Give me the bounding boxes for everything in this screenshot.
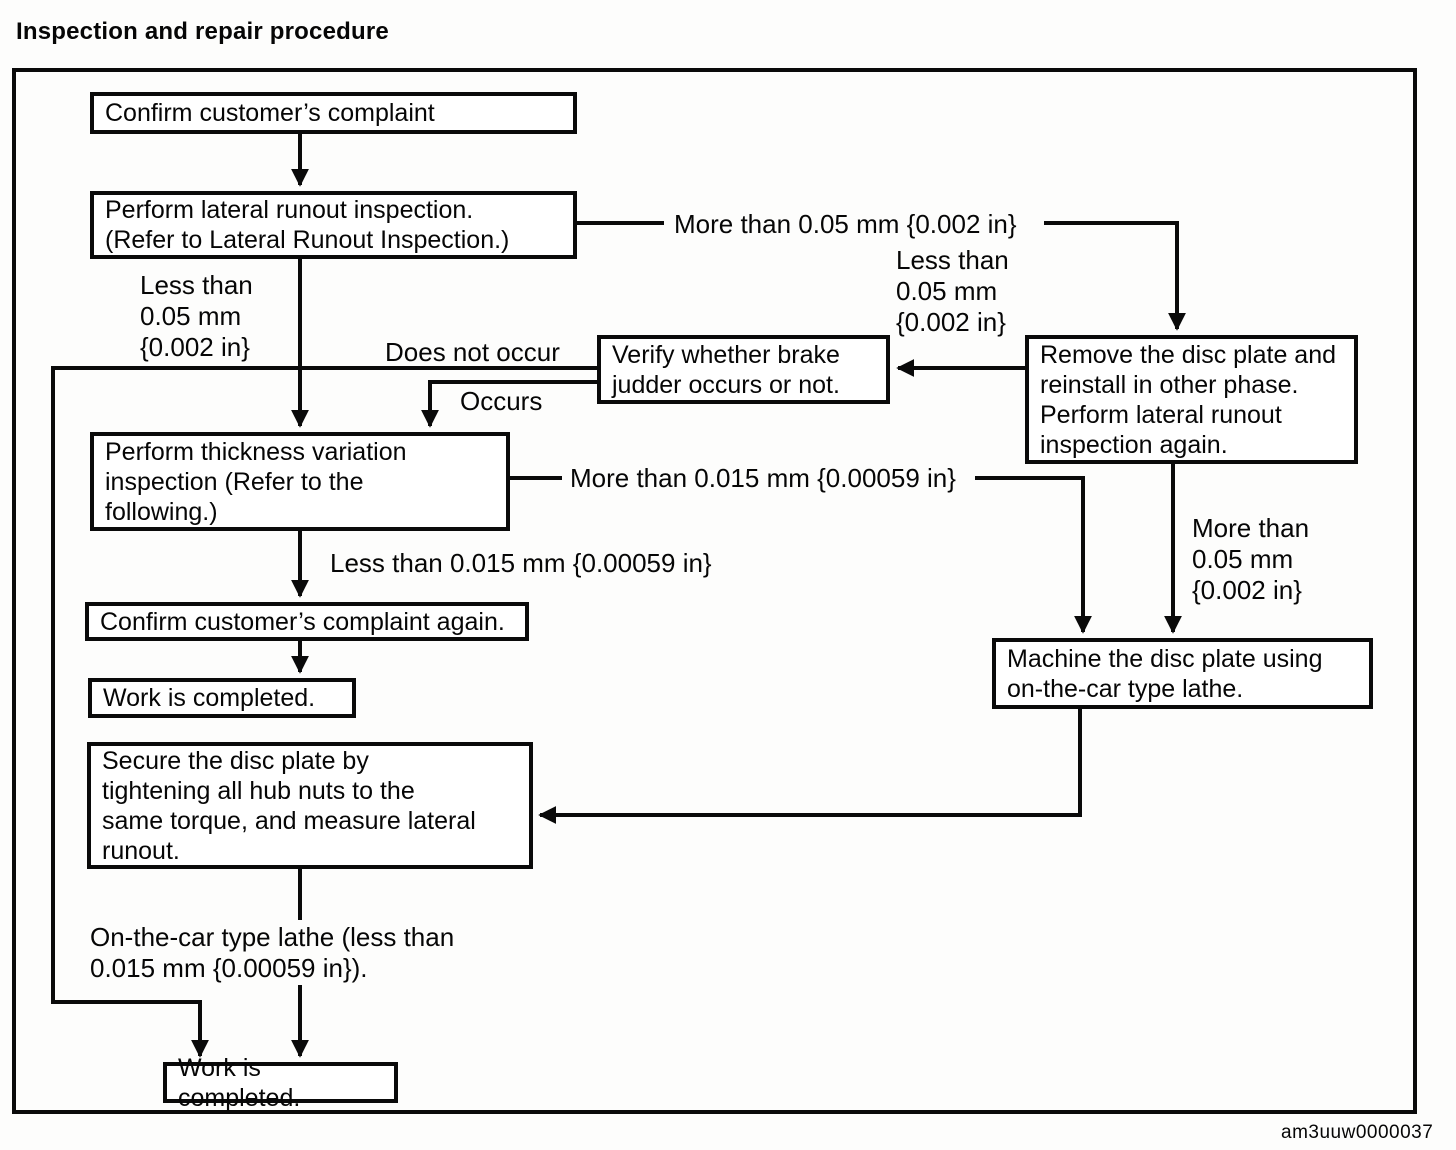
label-less-than-0015mm: Less than 0.015 mm {0.00059 in} (330, 548, 712, 578)
node-confirm-complaint: Confirm customer’s complaint (90, 92, 577, 134)
label-more-than-005mm-right: More than 0.05 mm {0.002 in} (1192, 513, 1310, 605)
node-lateral-runout-inspection: Perform lateral runout inspection. (Refe… (90, 191, 577, 259)
flowchart-border (12, 68, 1417, 1114)
label-more-than-0015mm: More than 0.015 mm {0.00059 in} (570, 463, 956, 493)
page-title: Inspection and repair procedure (16, 18, 389, 45)
connector-does-not-occur-to-work2 (51, 366, 600, 1058)
figure-code: am3uuw0000037 (1281, 1122, 1434, 1143)
node-remove-reinstall-disc: Remove the disc plate and reinstall in o… (1025, 335, 1358, 464)
connector-occurs-to-thickness (421, 380, 600, 428)
node-verify-brake-judder: Verify whether brake judder occurs or no… (597, 335, 890, 404)
node-work-completed-final: Work is completed. (163, 1054, 398, 1112)
node-secure-disc-plate: Secure the disc plate by tightening all … (87, 742, 533, 869)
connector-machine-to-secure (538, 709, 1082, 824)
connector-more005-to-remove (1044, 221, 1186, 331)
node-machine-disc-plate: Machine the disc plate using on-the-car … (992, 638, 1373, 709)
label-does-not-occur: Does not occur (385, 337, 560, 367)
connector-more0015-to-machine (975, 476, 1092, 634)
label-less-than-005mm-left: Less than 0.05 mm {0.002 in} (140, 270, 253, 362)
label-on-the-car-type-lathe: On-the-car type lathe (less than 0.015 m… (90, 922, 455, 983)
label-less-than-005mm-right: Less than 0.05 mm {0.002 in} (896, 245, 1009, 337)
label-occurs: Occurs (460, 386, 543, 416)
node-work-completed-upper: Work is completed. (88, 678, 356, 718)
label-more-than-005mm-top: More than 0.05 mm {0.002 in} (674, 209, 1017, 239)
node-thickness-variation-inspection: Perform thickness variation inspection (… (90, 432, 510, 531)
node-confirm-complaint-again: Confirm customer’s complaint again. (85, 602, 529, 641)
